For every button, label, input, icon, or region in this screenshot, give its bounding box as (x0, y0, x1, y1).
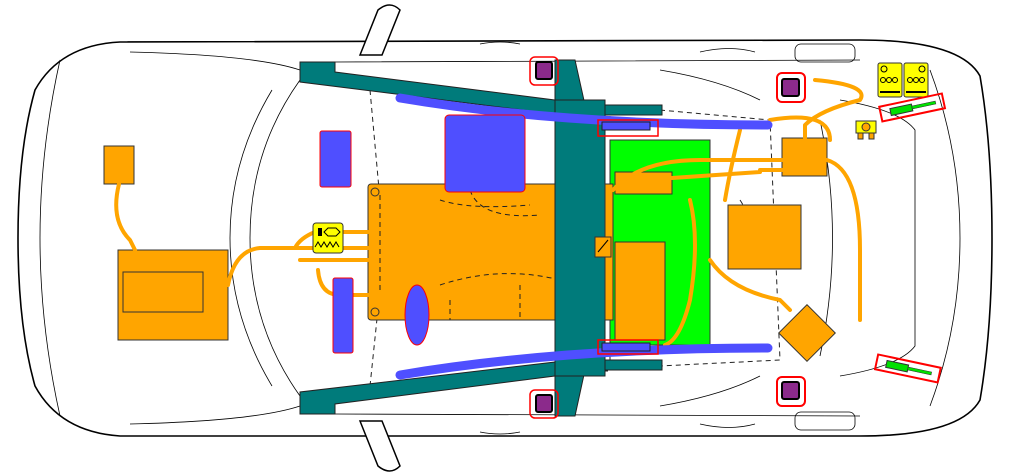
right-mirror (358, 420, 401, 472)
side-airbag (404, 284, 430, 346)
knee-airbag-left (319, 130, 352, 188)
belt-pretensioner-icon (597, 239, 609, 253)
fuse-icon (873, 92, 947, 384)
left-mirror (358, 4, 401, 56)
knee-airbag-right (332, 277, 354, 354)
airbag-control-unit (117, 249, 229, 341)
curtain-airbag-left (395, 93, 773, 130)
spring-damper-icon (312, 222, 344, 254)
control-unit-rear (781, 137, 828, 177)
front-sensor (103, 145, 135, 185)
control-unit-tilted (778, 304, 836, 362)
belt-pretensioner (594, 236, 612, 258)
connector-icon (855, 62, 929, 140)
curtain-airbag-right (395, 343, 773, 380)
crash-sensor-icon (529, 56, 806, 419)
seat-airbag (444, 114, 526, 193)
